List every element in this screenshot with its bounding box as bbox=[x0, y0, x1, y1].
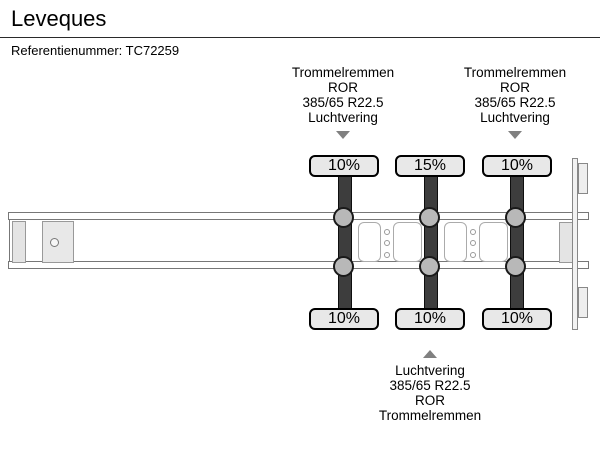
arrow-up-icon bbox=[423, 350, 437, 358]
wheel-hub bbox=[505, 207, 526, 228]
bolt-hole-icon bbox=[470, 229, 476, 235]
page-title: Leveques bbox=[11, 6, 107, 31]
annotation-line: Luchtvering bbox=[308, 110, 378, 125]
rear-bumper-plate bbox=[572, 158, 578, 330]
rear-hinge-top bbox=[578, 163, 588, 194]
web-stiffener-panel bbox=[444, 222, 467, 262]
web-stiffener-panel bbox=[393, 222, 422, 262]
reference-number: Referentienummer: TC72259 bbox=[11, 43, 180, 58]
rear-crossmember bbox=[559, 222, 573, 263]
bolt-hole-icon bbox=[470, 240, 476, 246]
axle-bar-2 bbox=[424, 170, 438, 313]
arrow-down-icon bbox=[336, 131, 350, 139]
annotation-line: Luchtvering bbox=[480, 110, 550, 125]
bolt-hole-icon bbox=[384, 240, 390, 246]
annotation-line: ROR bbox=[500, 80, 530, 95]
arrow-down-icon bbox=[508, 131, 522, 139]
annotation-line: Trommelremmen bbox=[463, 65, 567, 80]
annotation-line: Trommelremmen bbox=[378, 408, 482, 423]
annotation-axle1-spec: Trommelremmen ROR 385/65 R22.5 Luchtveri… bbox=[263, 65, 423, 139]
wheel-hub bbox=[419, 207, 440, 228]
axle1-bottom-load-badge: 10% bbox=[309, 308, 379, 330]
annotation-line: ROR bbox=[328, 80, 358, 95]
chassis-bottom-rail bbox=[8, 261, 589, 269]
chassis-top-rail bbox=[8, 212, 589, 220]
web-stiffener-panel bbox=[479, 222, 508, 262]
wheel-hub bbox=[419, 256, 440, 277]
axle2-top-load-badge: 15% bbox=[395, 155, 465, 177]
axle1-top-load-badge: 10% bbox=[309, 155, 379, 177]
axle3-bottom-load-badge: 10% bbox=[482, 308, 552, 330]
annotation-axle2-spec: Luchtvering 385/65 R22.5 ROR Trommelremm… bbox=[350, 350, 510, 423]
annotation-line: Luchtvering bbox=[395, 363, 465, 378]
kingpin-icon bbox=[50, 238, 59, 247]
web-stiffener-panel bbox=[358, 222, 381, 262]
axle2-bottom-load-badge: 10% bbox=[395, 308, 465, 330]
header-divider bbox=[0, 37, 600, 38]
wheel-hub bbox=[505, 256, 526, 277]
annotation-line: ROR bbox=[415, 393, 445, 408]
chassis-front-edge bbox=[9, 212, 10, 269]
rear-hinge-bottom bbox=[578, 287, 588, 318]
wheel-hub bbox=[333, 207, 354, 228]
bolt-hole-icon bbox=[470, 252, 476, 258]
front-crossmember bbox=[12, 221, 26, 263]
annotation-axle3-spec: Trommelremmen ROR 385/65 R22.5 Luchtveri… bbox=[435, 65, 595, 139]
bolt-hole-icon bbox=[384, 229, 390, 235]
annotation-line: 385/65 R22.5 bbox=[302, 95, 384, 110]
annotation-line: 385/65 R22.5 bbox=[474, 95, 556, 110]
annotation-line: Trommelremmen bbox=[291, 65, 395, 80]
bolt-hole-icon bbox=[384, 252, 390, 258]
axle-bar-3 bbox=[510, 170, 524, 313]
axle-bar-1 bbox=[338, 170, 352, 313]
axle3-top-load-badge: 10% bbox=[482, 155, 552, 177]
annotation-line: 385/65 R22.5 bbox=[389, 378, 471, 393]
wheel-hub bbox=[333, 256, 354, 277]
